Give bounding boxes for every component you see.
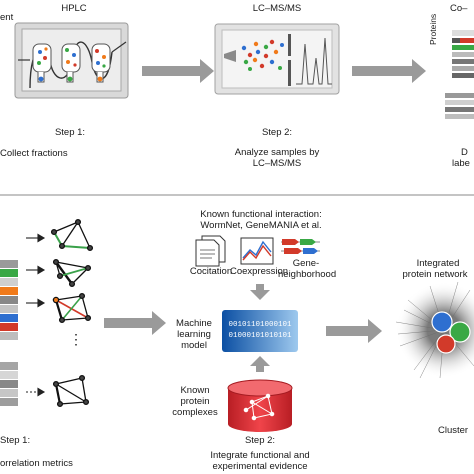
cluster-cut-label: Cluster <box>438 425 469 436</box>
hplc-label: HPLC <box>61 3 87 14</box>
metric-network-2 <box>52 258 92 288</box>
bottom-step1-title: Step 1: <box>0 435 31 446</box>
hplc-apparatus <box>14 22 129 99</box>
known-complexes-line2: protein <box>180 396 210 407</box>
bottom-step2-title: Step 2: <box>244 435 276 446</box>
top-step2-title: Step 2: <box>261 127 293 138</box>
cocitation-icon <box>195 235 226 267</box>
known-interaction-line1: Known functional interaction: <box>200 209 322 220</box>
cocitation-label: Cocitation <box>189 266 233 277</box>
metric-network-1 <box>50 218 94 252</box>
known-complexes-line3: complexes <box>172 407 218 418</box>
vertical-ellipsis: ⋮ <box>69 331 83 347</box>
metric-network-3 <box>52 292 92 324</box>
fraction-tube-3 <box>91 43 111 83</box>
flow-arrow-up <box>250 356 270 372</box>
flow-arrow-bottom-1 <box>104 311 166 335</box>
ion-spray <box>241 39 284 71</box>
cofractionation-profile <box>445 30 474 119</box>
coexpression-label: Coexpression <box>230 266 289 277</box>
bottom-step2-desc-line2: experimental evidence <box>212 461 308 472</box>
ml-label-line3: model <box>181 340 207 351</box>
gene-neighborhood-icon <box>281 239 320 254</box>
binary-line2: 01000101010101 <box>228 332 292 340</box>
flow-arrow-top-2 <box>352 59 426 83</box>
bottom-step2-desc-line1: Integrate functional and <box>210 450 310 461</box>
fraction-tube-1 <box>32 43 52 83</box>
flow-arrow-down <box>250 284 270 300</box>
coexpression-icon <box>240 237 274 265</box>
proteins-axis-label: Proteins <box>428 13 438 45</box>
gene-neighborhood-line2: neighborhood <box>278 269 337 280</box>
ml-model-box <box>222 310 298 352</box>
cut-label-right: Co– <box>450 3 468 14</box>
top-step3-cut-line2: labe <box>452 158 470 169</box>
known-interaction-line2: WormNet, GeneMANIA et al. <box>200 220 322 231</box>
bottom-step1-desc: orrelation metrics <box>0 458 73 469</box>
gene-neighborhood-line1: Gene- <box>292 258 320 269</box>
lcms-label: LC–MS/MS <box>252 3 302 14</box>
top-step1-title: Step 1: <box>54 127 86 138</box>
flow-arrow-top-1 <box>142 59 214 83</box>
binary-line1: 00101101000101 <box>228 321 292 329</box>
ml-label-line1: Machine <box>176 318 212 329</box>
top-step3-cut-line1: D <box>461 147 468 158</box>
flow-arrow-bottom-2 <box>326 319 382 343</box>
fraction-tube-2 <box>61 43 81 83</box>
top-step1-desc: Collect fractions <box>0 148 68 159</box>
integrated-network <box>395 281 474 379</box>
correlation-matrix <box>0 260 18 406</box>
lcms-apparatus <box>214 23 340 95</box>
cut-label-left: ent <box>0 12 14 23</box>
database-icon <box>227 379 293 432</box>
integrated-network-line2: protein network <box>402 269 468 280</box>
ml-label-line2: learning <box>177 329 211 340</box>
integrated-network-line1: Integrated <box>416 258 460 269</box>
top-step2-desc-line2: LC–MS/MS <box>252 158 302 169</box>
top-step2-desc-line1: Analyze samples by <box>234 147 320 158</box>
metric-network-4 <box>52 374 90 408</box>
known-complexes-line1: Known <box>180 385 210 396</box>
metric-arrows <box>26 233 46 397</box>
